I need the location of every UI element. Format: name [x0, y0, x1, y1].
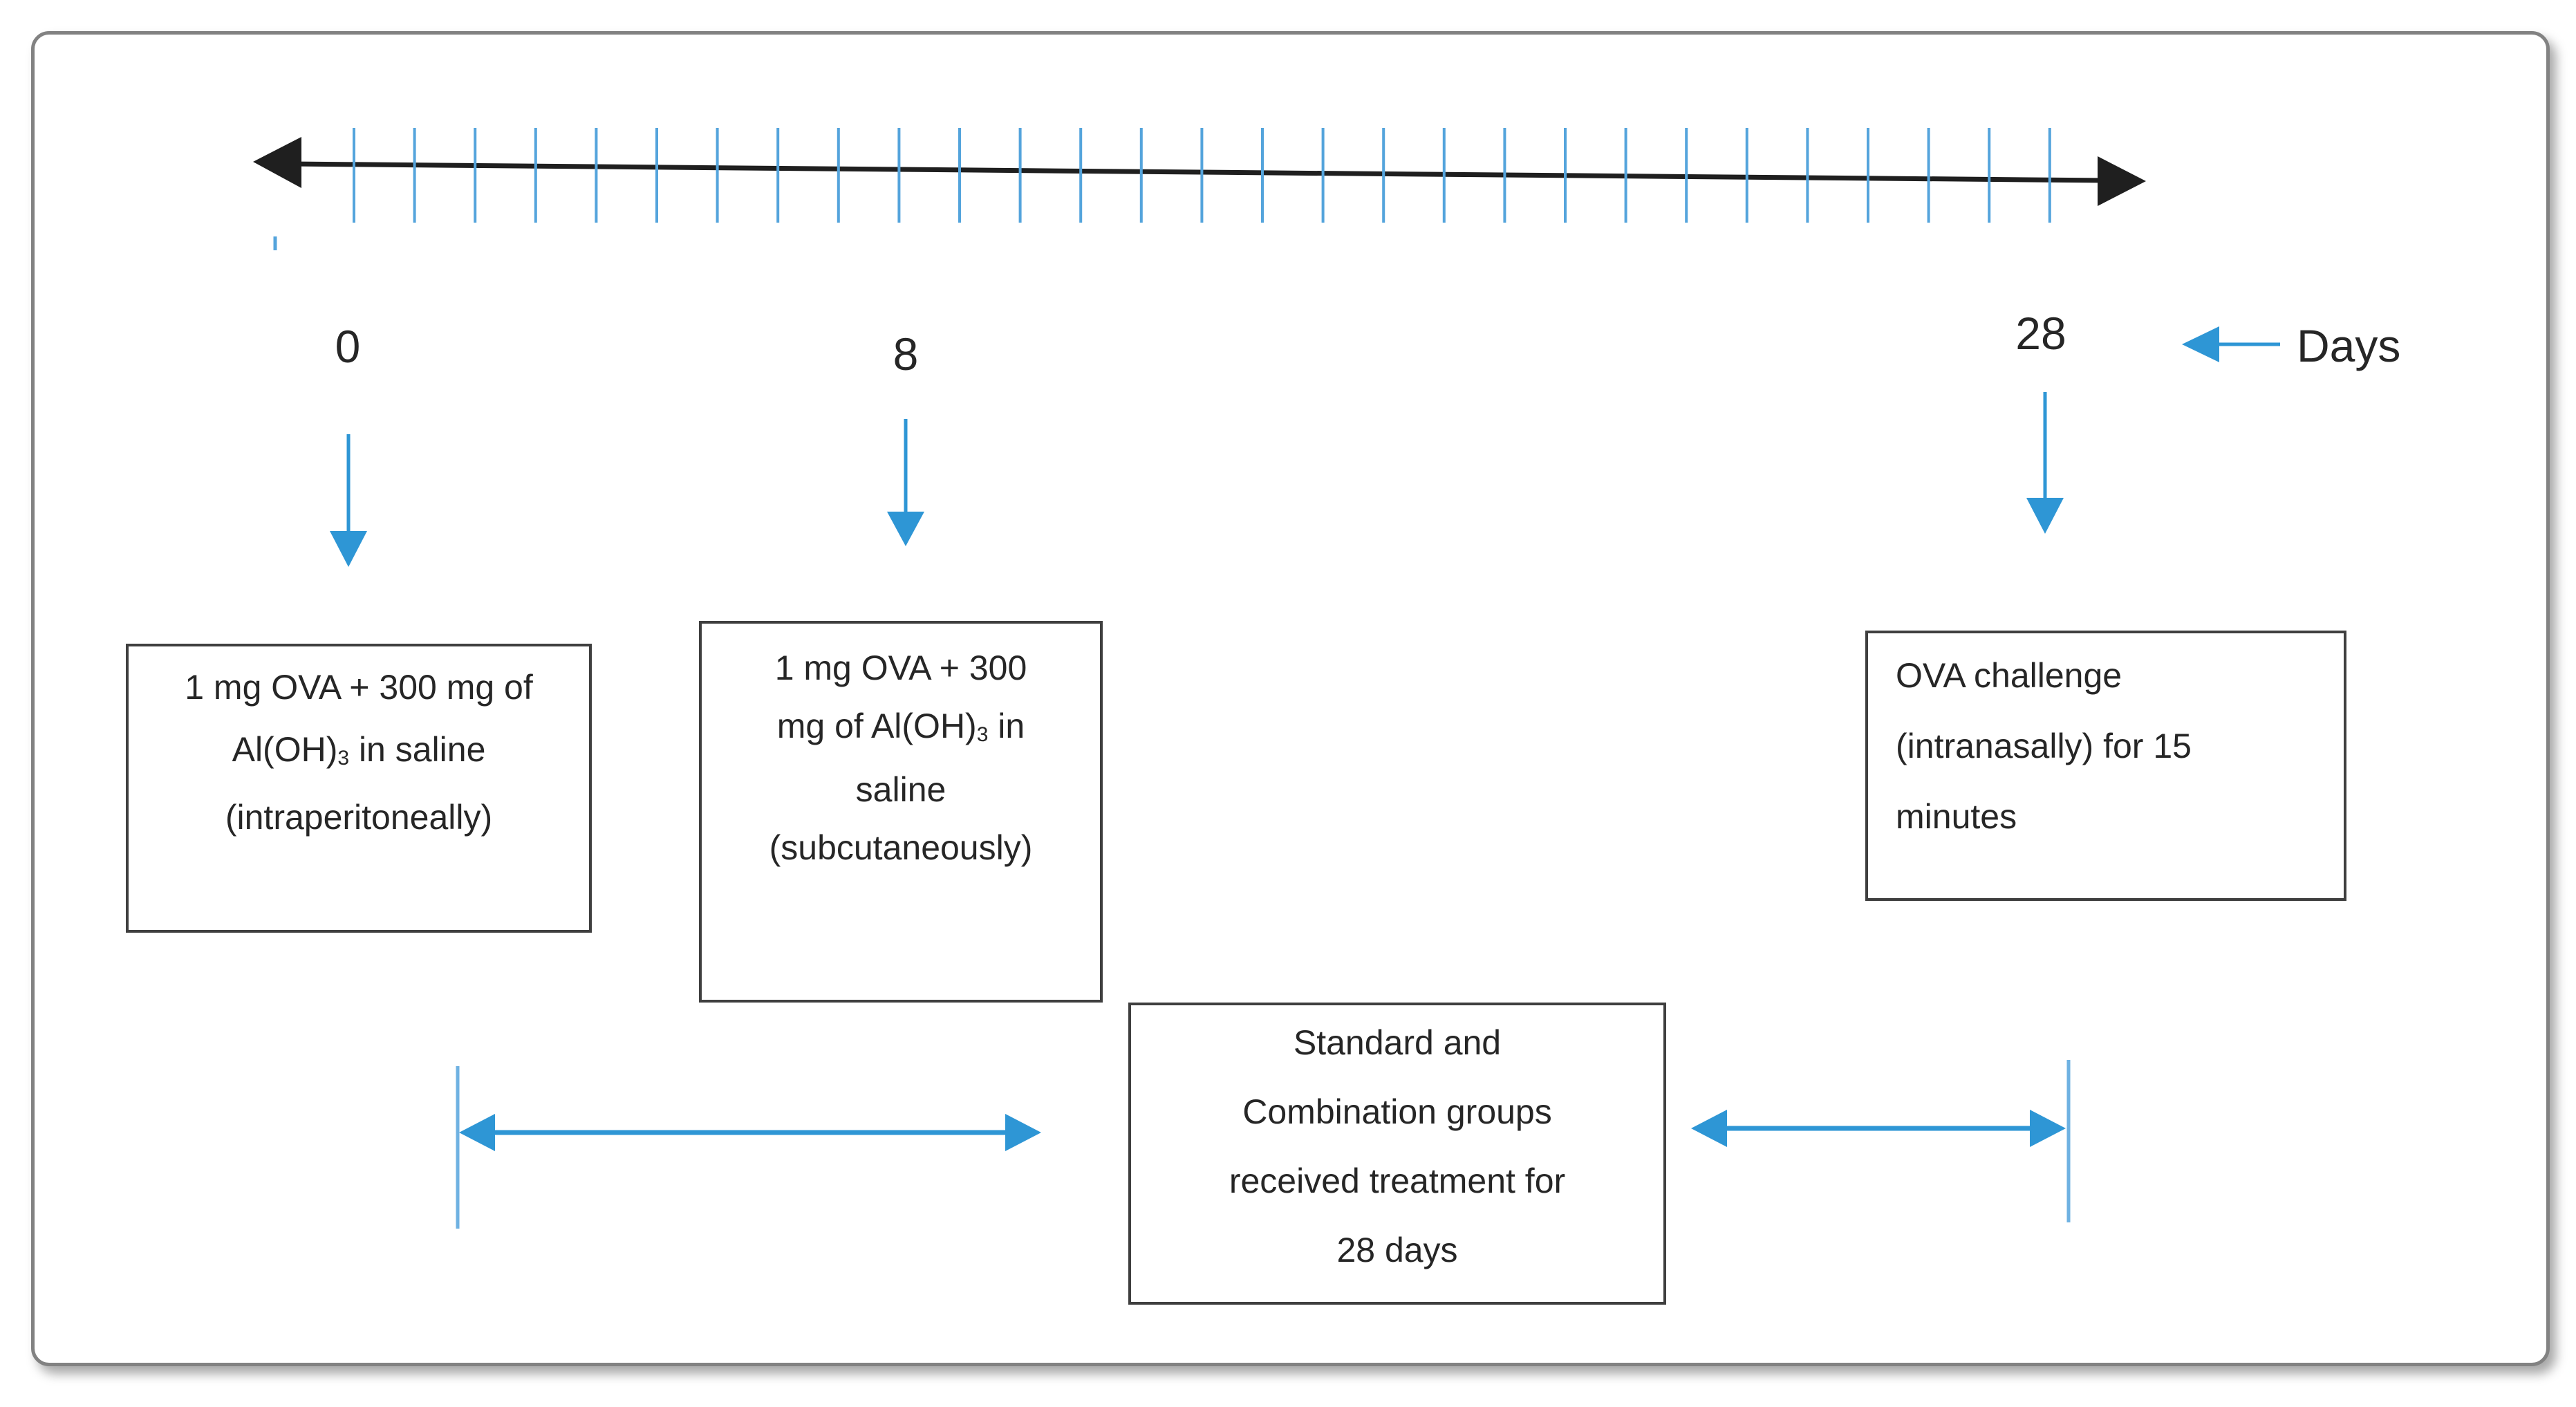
box-text-line: OVA challenge — [1896, 656, 2122, 695]
timeline-label-day8: 8 — [893, 328, 919, 380]
event-arrow-day28 — [2026, 392, 2064, 534]
down-arrowhead-icon — [330, 531, 367, 567]
chem-formula-pre: Al(OH) — [232, 730, 338, 769]
box-text-line: received treatment for — [1229, 1162, 1566, 1200]
timeline-tick-marks — [353, 128, 2051, 223]
chem-subscript: 3 — [337, 747, 350, 770]
timeline-right-arrowhead-icon — [2098, 156, 2146, 206]
box-text-line: Al(OH)3 in saline — [129, 718, 589, 786]
box-text-line: (intraperitoneally) — [225, 798, 493, 837]
left-arrowhead-icon — [1691, 1110, 1727, 1147]
timeline-axis-label: Days — [2297, 320, 2401, 371]
event-arrow-day0 — [330, 434, 367, 567]
chem-subscript: 3 — [976, 723, 989, 747]
box-text-line: 1 mg OVA + 300 — [774, 649, 1027, 687]
right-arrowhead-icon — [1005, 1114, 1041, 1151]
box-text-line: 28 days — [1336, 1231, 1458, 1269]
span-right-double-arrow — [1691, 1110, 2066, 1147]
days-pointer-arrow — [2182, 326, 2280, 362]
span-left-double-arrow — [459, 1114, 1041, 1151]
down-arrowhead-icon — [887, 512, 924, 546]
box-text-line: Combination groups — [1242, 1092, 1552, 1131]
right-arrowhead-icon — [2030, 1110, 2066, 1147]
timeline-axis-line — [290, 161, 2108, 183]
sensitization-sc-box: 1 mg OVA + 300 mg of Al(OH)3 in saline (… — [699, 621, 1103, 1003]
box-text-line: Standard and — [1293, 1023, 1502, 1062]
event-arrow-day8 — [887, 419, 924, 546]
timeline-label-day28: 28 — [2015, 308, 2066, 359]
box-text-line: saline — [855, 770, 946, 809]
box-text-line: (subcutaneously) — [769, 828, 1033, 867]
left-arrowhead-icon — [2182, 326, 2219, 362]
treatment-groups-box: Standard and Combination groups received… — [1128, 1003, 1666, 1305]
timeline-label-day0: 0 — [335, 321, 361, 372]
timeline-left-arrowhead-icon — [253, 137, 301, 188]
box-text-line: minutes — [1896, 797, 2017, 836]
left-arrowhead-icon — [459, 1114, 495, 1151]
down-arrowhead-icon — [2026, 498, 2064, 534]
chem-formula-pre: mg of Al(OH) — [776, 707, 977, 745]
sensitization-ip-box: 1 mg OVA + 300 mg of Al(OH)3 in saline (… — [126, 644, 592, 933]
chem-formula-post: in — [988, 707, 1025, 745]
chem-formula-post: in saline — [349, 730, 486, 769]
box-text-line: mg of Al(OH)3 in — [702, 697, 1100, 761]
ova-challenge-box: OVA challenge (intranasally) for 15 minu… — [1865, 631, 2346, 901]
box-text-line: (intranasally) for 15 — [1896, 727, 2192, 765]
box-text-line: 1 mg OVA + 300 mg of — [185, 668, 533, 707]
